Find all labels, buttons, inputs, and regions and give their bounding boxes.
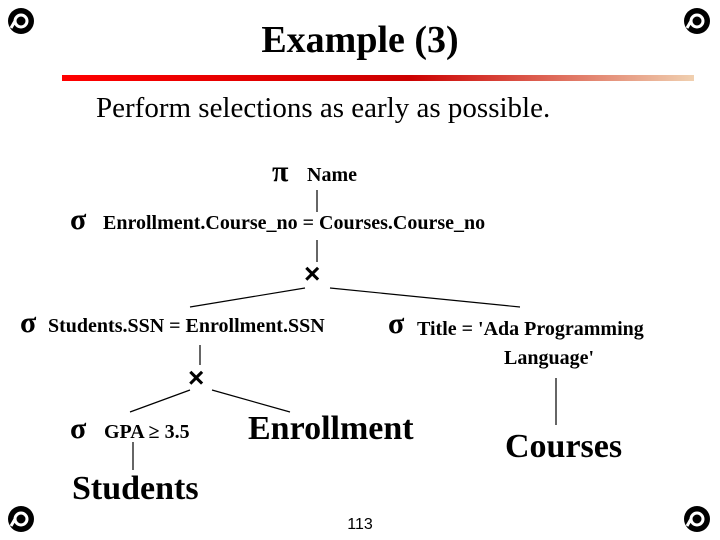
projection-symbol: π <box>272 155 289 188</box>
ssn-condition: Students.SSN = Enrollment.SSN <box>48 315 325 337</box>
title-condition-line1: Title = 'Ada Programming <box>417 318 644 340</box>
relation-enrollment: Enrollment <box>248 410 414 447</box>
cross-product-bottom: × <box>188 362 205 393</box>
page-number: 113 <box>347 516 373 533</box>
relation-courses: Courses <box>505 428 623 465</box>
slide-title: Example (3) <box>261 19 459 61</box>
relation-students: Students <box>72 470 199 507</box>
gpa-condition: GPA ≥ 3.5 <box>104 421 190 443</box>
projection-attribute: Name <box>307 164 357 186</box>
edge-cross-gpa <box>129 389 191 413</box>
slide-subtitle: Perform selections as early as possible. <box>96 92 551 124</box>
edge-cross-enrollment <box>211 389 291 413</box>
corner-swirl-icon <box>684 506 710 532</box>
gpa-sigma-symbol: σ <box>70 412 87 445</box>
cross-product-top: × <box>304 258 321 289</box>
edge-cross-ssn <box>189 287 306 308</box>
join-condition: Enrollment.Course_no = Courses.Course_no <box>103 212 486 234</box>
title-rule <box>62 75 694 81</box>
ssn-sigma-symbol: σ <box>20 306 37 339</box>
corner-swirl-icon <box>8 8 34 34</box>
title-sigma-symbol: σ <box>388 307 405 340</box>
corner-swirl-icon <box>8 506 34 532</box>
edge-cross-title <box>329 287 521 308</box>
corner-swirl-icon <box>684 8 710 34</box>
title-condition-line2: Language' <box>504 347 595 369</box>
join-sigma-symbol: σ <box>70 203 87 236</box>
